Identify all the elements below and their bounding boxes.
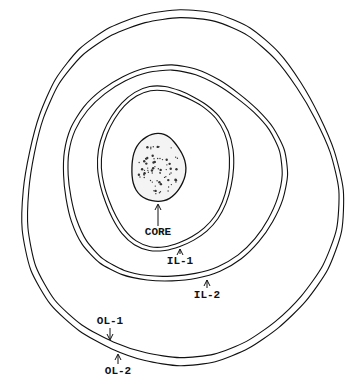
- core-speckle: [143, 160, 145, 162]
- layer-outline: [63, 65, 287, 281]
- layer-label: OL-2: [104, 365, 132, 377]
- core-speckle: [152, 172, 153, 173]
- layer-label: IL-2: [193, 289, 221, 301]
- core-speckle: [170, 167, 172, 169]
- core-speckle: [165, 176, 166, 177]
- layer-label: CORE: [144, 226, 172, 238]
- core-speckle: [157, 158, 158, 159]
- core-outline: [132, 133, 186, 201]
- core-speckle: [155, 193, 156, 194]
- core-speckle: [146, 157, 148, 159]
- core-speckle: [143, 174, 144, 175]
- core-speckle: [175, 181, 176, 182]
- core-speckle: [168, 163, 170, 165]
- core-speckle: [164, 177, 165, 178]
- core-speckle: [165, 159, 167, 161]
- layer-rings: [22, 10, 344, 366]
- core-speckle: [175, 168, 177, 170]
- core-speckle: [152, 161, 154, 163]
- core-speckle: [159, 172, 160, 173]
- core-speckle: [145, 158, 146, 159]
- core-speckle: [139, 176, 140, 177]
- layer-outline: [101, 90, 229, 247]
- core-speckle: [153, 146, 154, 147]
- core-speckle: [159, 173, 160, 174]
- core-speckle: [166, 169, 167, 170]
- layer-label: IL-1: [166, 255, 194, 267]
- core-speckle: [150, 146, 151, 147]
- core-speckle: [162, 159, 163, 160]
- core-speckle: [154, 166, 155, 167]
- core-speckle: [151, 169, 153, 171]
- core-speckle: [147, 170, 148, 171]
- core-speckle: [146, 146, 148, 148]
- leader-arrows: [107, 204, 210, 364]
- core-speckle: [158, 168, 159, 169]
- core-speckle: [153, 158, 154, 159]
- core-speckle: [147, 167, 148, 168]
- core-speckle: [156, 180, 157, 181]
- core-speckle: [151, 154, 153, 156]
- arrow-head: [204, 280, 210, 286]
- core-speckle: [145, 162, 147, 164]
- core-speckle: [166, 164, 167, 165]
- core-speckle: [174, 179, 176, 181]
- core-speckle: [171, 184, 172, 185]
- core-speckle: [144, 177, 145, 178]
- core-speckle: [155, 185, 156, 186]
- core-speckle: [175, 156, 176, 157]
- core-speckle: [159, 158, 160, 159]
- layer-outline: [28, 18, 339, 358]
- core-speckle: [145, 158, 146, 159]
- leader-line: [118, 355, 119, 364]
- core-speckle: [138, 162, 139, 163]
- leader-line: [110, 328, 111, 339]
- core-speckle: [158, 181, 160, 183]
- layer-outline: [68, 70, 282, 276]
- core-speckle: [167, 190, 168, 191]
- core-speckle: [150, 180, 151, 181]
- core-speckle: [170, 172, 171, 173]
- core-speckle: [152, 181, 153, 182]
- layer-label: OL-1: [96, 315, 124, 327]
- core-speckle: [170, 147, 171, 148]
- core-particle: [132, 133, 186, 201]
- core-speckle: [177, 158, 178, 159]
- core-speckle: [167, 179, 169, 181]
- core-speckle: [144, 170, 145, 171]
- arrow-head: [115, 354, 121, 360]
- core-speckle: [152, 167, 154, 169]
- core-speckle: [150, 148, 151, 149]
- layer-outline: [98, 86, 234, 251]
- core-speckle: [169, 173, 170, 174]
- core-speckle: [157, 146, 159, 148]
- arrow-head: [107, 334, 113, 340]
- core-speckle: [143, 172, 145, 174]
- core-speckle: [168, 186, 169, 187]
- layer-outline: [22, 10, 344, 366]
- core-speckle: [160, 191, 161, 192]
- core-speckle: [141, 168, 143, 170]
- core-speckle: [159, 169, 161, 171]
- core-speckle: [148, 172, 149, 173]
- leader-line: [158, 205, 159, 226]
- arrow-head: [155, 204, 161, 210]
- core-speckle: [175, 179, 177, 181]
- core-speckle: [160, 183, 162, 185]
- core-speckle: [138, 173, 140, 175]
- core-speckle: [154, 190, 156, 192]
